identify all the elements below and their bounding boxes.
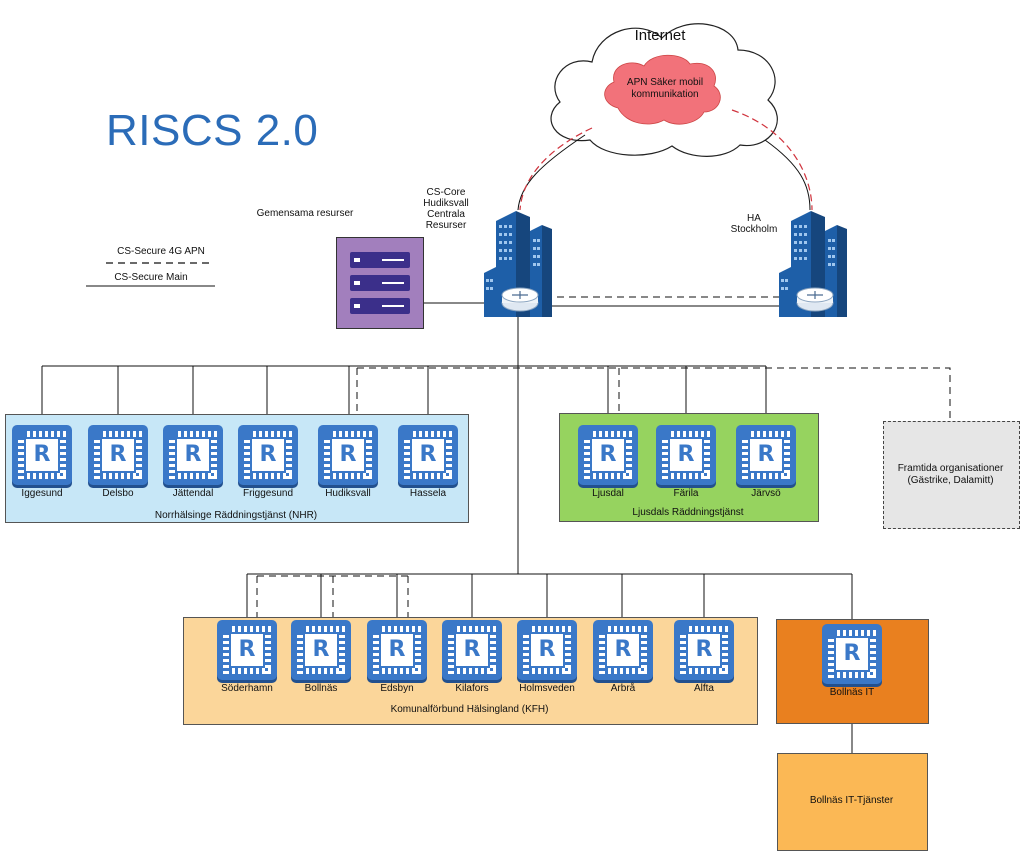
router-node[interactable]: R Edsbyn — [367, 620, 427, 694]
apn-label-line2: kommunikation — [631, 89, 699, 100]
router-chip-icon: R — [736, 425, 796, 485]
core-apn-link — [519, 127, 593, 211]
router-chip-icon: R — [656, 425, 716, 485]
router-node[interactable]: R Bollnäs — [291, 620, 351, 694]
router-label: Arbrå — [610, 683, 636, 694]
cloud-icon — [550, 23, 778, 157]
router-node[interactable]: R Söderhamn — [217, 620, 277, 694]
router-node[interactable]: R Ljusdal — [578, 425, 638, 499]
router-label: Ljusdal — [592, 488, 624, 499]
diagram-title: RISCS 2.0 — [106, 106, 319, 155]
core-label: CS-Core Hudiksvall Centrala Resurser — [423, 187, 469, 231]
apn-cloud-icon — [604, 54, 721, 125]
building-router-icon — [779, 211, 847, 317]
router-chip-icon: R — [578, 425, 638, 485]
router-node[interactable]: R Friggesund — [238, 425, 298, 499]
router-chip-icon: R — [822, 624, 882, 684]
router-label: Friggesund — [242, 488, 294, 499]
group-bollnas-tjanster-label: Bollnäs IT-Tjänster — [809, 795, 894, 806]
router-node[interactable]: R Hudiksvall — [318, 425, 378, 499]
router-label: Bollnäs — [304, 683, 338, 694]
router-node[interactable]: R Hassela — [398, 425, 458, 499]
router-label: Färila — [673, 488, 699, 499]
group-future — [883, 421, 1020, 529]
legend-apn-label: CS-Secure 4G APN — [117, 246, 205, 257]
router-chip-icon: R — [318, 425, 378, 485]
apn-label-line1: APN Säker mobil — [626, 77, 704, 88]
internet-label: Internet — [634, 27, 686, 44]
router-label: Alfta — [693, 683, 714, 694]
router-node[interactable]: R Järvsö — [736, 425, 796, 499]
router-chip-icon: R — [674, 620, 734, 680]
group-future-label-2: (Gästrike, Dalamitt) — [907, 475, 994, 486]
router-label: Jättendal — [172, 488, 214, 499]
server-rack-icon — [336, 237, 424, 329]
router-label: Söderhamn — [221, 683, 273, 694]
router-node[interactable]: R Alfta — [674, 620, 734, 694]
router-chip-icon: R — [593, 620, 653, 680]
group-nhr — [5, 414, 469, 523]
router-chip-icon: R — [398, 425, 458, 485]
router-label: Järvsö — [751, 488, 781, 499]
group-ljusdal-label: Ljusdals Räddningstjänst — [632, 507, 744, 518]
ha-internet-link — [764, 139, 811, 211]
group-bollnas-tjanster — [777, 753, 928, 851]
router-chip-icon: R — [442, 620, 502, 680]
ha-label: HA Stockholm — [730, 213, 778, 235]
router-node[interactable]: R Bollnäs IT — [822, 624, 882, 698]
router-label: Hassela — [409, 488, 447, 499]
router-label: Kilafors — [455, 683, 489, 694]
router-chip-icon: R — [367, 620, 427, 680]
router-label: Holmsveden — [519, 683, 575, 694]
router-node[interactable]: R Holmsveden — [517, 620, 577, 694]
router-chip-icon: R — [88, 425, 148, 485]
group-nhr-label: Norrhälsinge Räddningstjänst (NHR) — [154, 510, 318, 521]
router-node[interactable]: R Delsbo — [88, 425, 148, 499]
router-chip-icon: R — [291, 620, 351, 680]
router-chip-icon: R — [217, 620, 277, 680]
router-node[interactable]: R Jättendal — [163, 425, 223, 499]
router-chip-icon: R — [163, 425, 223, 485]
router-chip-icon: R — [238, 425, 298, 485]
router-chip-icon: R — [517, 620, 577, 680]
router-label: Hudiksvall — [325, 488, 371, 499]
router-node[interactable]: R Kilafors — [442, 620, 502, 694]
ha-apn-link — [731, 109, 813, 211]
router-label: Iggesund — [21, 488, 63, 499]
legend-main-label: CS-Secure Main — [114, 272, 188, 283]
router-node[interactable]: R Iggesund — [12, 425, 72, 499]
router-label: Delsbo — [102, 488, 134, 499]
core-internet-link — [517, 134, 586, 211]
router-node[interactable]: R Färila — [656, 425, 716, 499]
group-kfh-label: Komunalförbund Hälsingland (KFH) — [390, 704, 549, 715]
shared-resources-label: Gemensama resurser — [256, 208, 354, 219]
building-router-icon — [484, 211, 552, 317]
router-chip-icon: R — [12, 425, 72, 485]
group-future-label-1: Framtida organisationer — [897, 463, 1004, 474]
router-node[interactable]: R Arbrå — [593, 620, 653, 694]
router-label: Edsbyn — [380, 683, 414, 694]
router-label: Bollnäs IT — [829, 687, 875, 698]
